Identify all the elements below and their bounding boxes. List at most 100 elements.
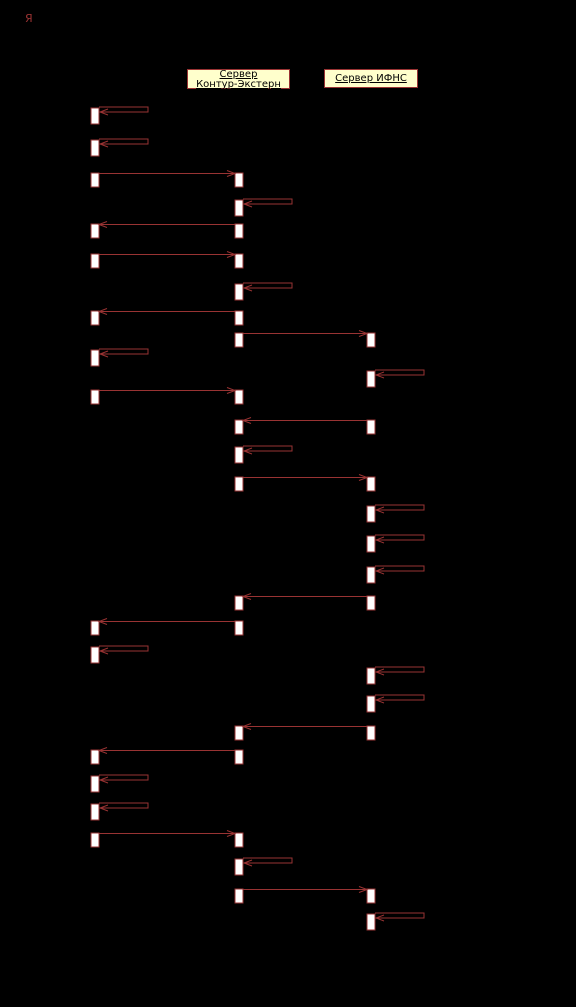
activation-box-4b	[90, 223, 100, 239]
activation-box-18a	[366, 595, 376, 611]
arrowhead-26	[98, 804, 109, 812]
lane-header-kontur-line-1: Сервер	[219, 69, 258, 80]
activation-box-23b	[234, 725, 244, 741]
activation-box-18b	[234, 595, 244, 611]
activation-box-14a	[234, 476, 244, 492]
activation-box-25	[90, 775, 100, 793]
activation-box-27a	[90, 832, 100, 848]
arrowhead-25	[98, 776, 109, 784]
arrowhead-1	[98, 140, 109, 148]
activation-box-13	[234, 446, 244, 464]
arrowhead-16	[374, 536, 385, 544]
arrowhead-22	[374, 696, 385, 704]
activation-box-21	[366, 667, 376, 685]
arrowhead-7	[97, 308, 108, 315]
arrowhead-11	[226, 387, 237, 394]
activation-box-20	[90, 646, 100, 664]
activation-box-29a	[234, 888, 244, 904]
arrowhead-29	[358, 886, 369, 893]
activation-box-24b	[90, 749, 100, 765]
activation-box-12a	[366, 419, 376, 435]
arrowhead-6	[242, 284, 253, 292]
arrowhead-13	[242, 447, 253, 455]
arrowhead-0	[98, 108, 109, 116]
self-message-3	[243, 198, 293, 205]
activation-box-19b	[90, 620, 100, 636]
arrowhead-9	[98, 350, 109, 358]
activation-box-2a	[90, 172, 100, 188]
activation-box-4a	[234, 223, 244, 239]
arrowhead-30	[374, 914, 385, 922]
arrowhead-2	[226, 170, 237, 177]
arrowhead-5	[226, 251, 237, 258]
self-message-6	[243, 282, 293, 289]
activation-box-23a	[366, 725, 376, 741]
self-message-1	[99, 138, 149, 145]
arrowhead-20	[98, 647, 109, 655]
activation-box-27b	[234, 832, 244, 848]
activation-box-30	[366, 913, 376, 931]
self-message-16	[375, 534, 425, 541]
arrowhead-24	[97, 747, 108, 754]
activation-box-2b	[234, 172, 244, 188]
activation-box-22	[366, 695, 376, 713]
activation-box-19a	[234, 620, 244, 636]
arrowhead-14	[358, 474, 369, 481]
arrowhead-3	[242, 200, 253, 208]
actor-label: Я	[25, 12, 33, 25]
activation-box-10	[366, 370, 376, 388]
arrowhead-17	[374, 567, 385, 575]
self-message-30	[375, 912, 425, 919]
activation-box-11b	[234, 389, 244, 405]
activation-box-8b	[366, 332, 376, 348]
self-message-21	[375, 666, 425, 673]
self-message-22	[375, 694, 425, 701]
arrowhead-21	[374, 668, 385, 676]
self-message-9	[99, 348, 149, 355]
self-message-26	[99, 802, 149, 809]
activation-box-17	[366, 566, 376, 584]
activation-box-1	[90, 139, 100, 157]
activation-box-7a	[234, 310, 244, 326]
activation-box-16	[366, 535, 376, 553]
activation-box-8a	[234, 332, 244, 348]
arrowhead-10	[374, 371, 385, 379]
arrowhead-19	[97, 618, 108, 625]
self-message-17	[375, 565, 425, 572]
self-message-28	[243, 857, 293, 864]
arrowhead-15	[374, 506, 385, 514]
self-message-25	[99, 774, 149, 781]
arrowhead-27	[226, 830, 237, 837]
activation-box-11a	[90, 389, 100, 405]
arrowhead-8	[358, 330, 369, 337]
activation-box-29b	[366, 888, 376, 904]
self-message-0	[99, 106, 149, 113]
lane-header-ifns: Сервер ИФНС	[324, 69, 418, 88]
activation-box-24a	[234, 749, 244, 765]
arrowhead-28	[242, 859, 253, 867]
activation-box-9	[90, 349, 100, 367]
self-message-20	[99, 645, 149, 652]
lane-header-ifns-line-1: Сервер ИФНС	[335, 73, 407, 84]
activation-box-28	[234, 858, 244, 876]
activation-box-5a	[90, 253, 100, 269]
activation-box-7b	[90, 310, 100, 326]
arrowhead-18	[241, 593, 252, 600]
activation-box-5b	[234, 253, 244, 269]
self-message-15	[375, 504, 425, 511]
arrowhead-23	[241, 723, 252, 730]
arrowhead-4	[97, 221, 108, 228]
arrowhead-12	[241, 417, 252, 424]
activation-box-3	[234, 199, 244, 217]
self-message-10	[375, 369, 425, 376]
activation-box-15	[366, 505, 376, 523]
lane-header-kontur: Сервер Контур-Экстерн	[187, 69, 290, 90]
activation-box-6	[234, 283, 244, 301]
lane-header-kontur-line-2: Контур-Экстерн	[196, 79, 281, 90]
activation-box-12b	[234, 419, 244, 435]
activation-box-26	[90, 803, 100, 821]
activation-box-14b	[366, 476, 376, 492]
self-message-13	[243, 445, 293, 452]
activation-box-0	[90, 107, 100, 125]
